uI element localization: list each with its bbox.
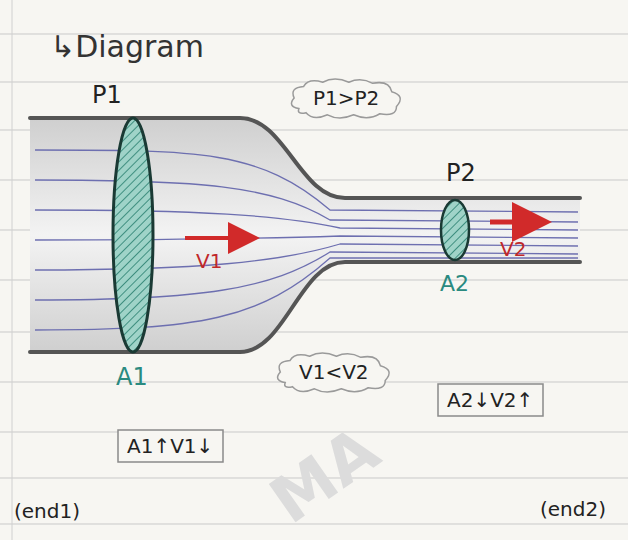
velocity-label: V1 [196, 250, 222, 272]
note-text: P1>P2 [313, 87, 380, 109]
velocity-arrow [490, 220, 542, 225]
velocity-label: V2 [500, 238, 526, 260]
area-label: A1 [116, 364, 148, 390]
note-text: V1<V2 [299, 361, 369, 383]
note-text-group: P1>P2 [313, 87, 380, 109]
cloud-note: V1<V2 [273, 351, 395, 393]
velocity-arrow [185, 236, 252, 240]
pipe-wall [30, 118, 580, 198]
pipe-wall [30, 262, 580, 352]
title: ↳Diagram [50, 30, 204, 63]
note-box: A2↓V2↑ [437, 383, 544, 417]
note-text: A1↑V1↓ [127, 435, 214, 457]
note-text-group: A1↑V1↓ [127, 435, 214, 457]
end-label: (end1) [14, 500, 80, 522]
note-box: A1↑V1↓ [117, 429, 224, 463]
cross-section [441, 200, 469, 260]
note-text-group: V1<V2 [299, 361, 369, 383]
pressure-label: P1 [92, 82, 122, 108]
end-label: (end2) [540, 498, 606, 520]
pressure-label: P2 [446, 160, 476, 186]
area-label: A2 [440, 272, 469, 296]
note-text-group: A2↓V2↑ [447, 389, 534, 411]
cloud-note: P1>P2 [287, 77, 406, 119]
note-text: A2↓V2↑ [447, 389, 534, 411]
cross-section [113, 118, 153, 352]
